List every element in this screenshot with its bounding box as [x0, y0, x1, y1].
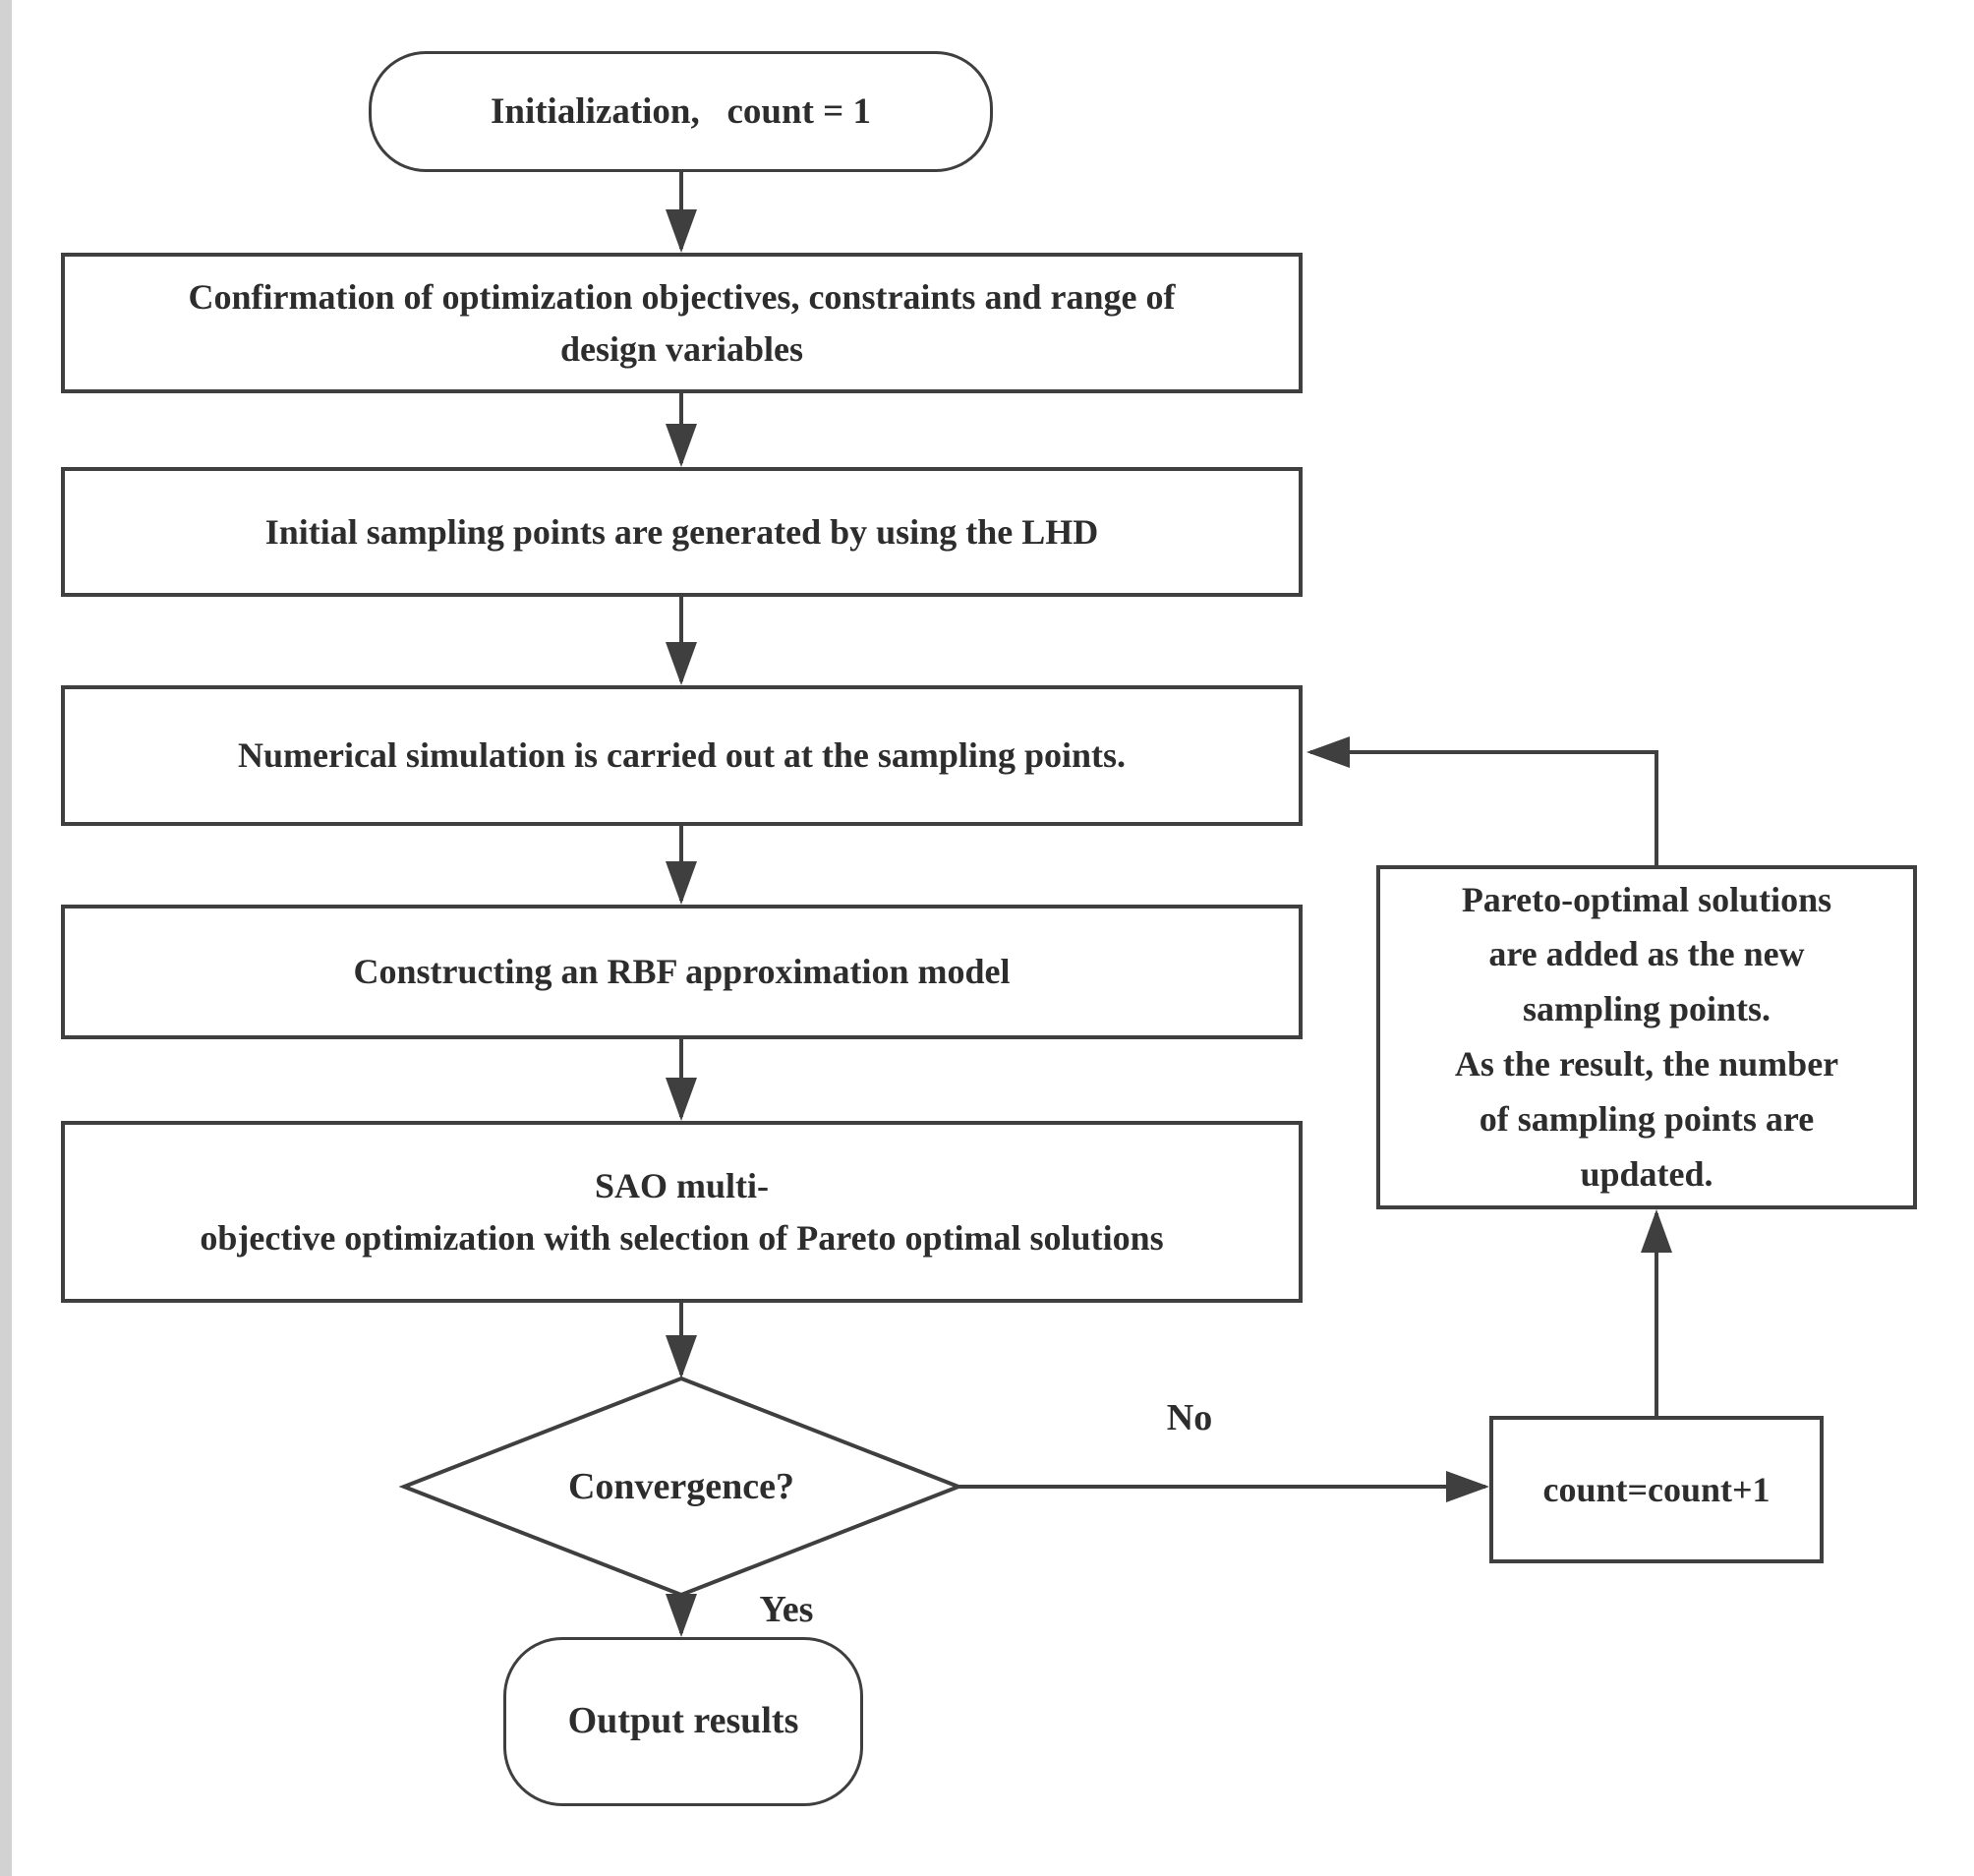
scan-artifact-left-strip — [0, 0, 12, 1876]
node-convergence-decision: Convergence? — [567, 1466, 795, 1507]
node-confirmation: Confirmation of optimization objectives,… — [61, 253, 1303, 393]
node-initial-sampling: Initial sampling points are generated by… — [61, 467, 1303, 597]
arrow-pareto-to-simulation — [1306, 736, 1658, 865]
node-output-results: Output results — [503, 1637, 863, 1806]
node-rbf-model: Constructing an RBF approximation model — [61, 905, 1303, 1039]
node-numerical-simulation: Numerical simulation is carried out at t… — [61, 685, 1303, 826]
edge-label-yes: Yes — [759, 1589, 814, 1630]
node-pareto-update: Pareto-optimal solutions are added as th… — [1376, 865, 1917, 1209]
node-count-increment: count=count+1 — [1489, 1416, 1824, 1563]
edge-label-no: No — [1166, 1397, 1213, 1438]
node-initialization: Initialization, count = 1 — [369, 51, 993, 172]
convergence-diamond-shape — [398, 1376, 964, 1598]
node-sao-optimization: SAO multi- objective optimization with s… — [61, 1121, 1303, 1303]
